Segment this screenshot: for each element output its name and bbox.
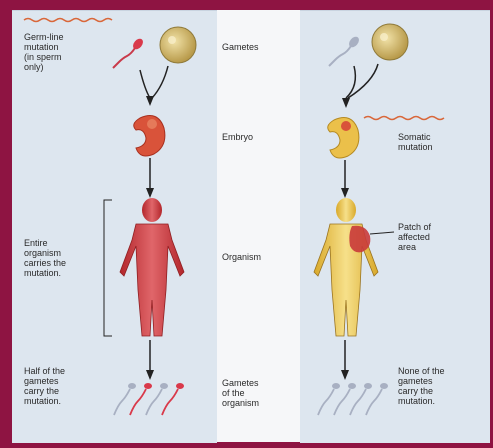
none-gametes-label: None of the gametes carry the mutation. xyxy=(398,366,445,406)
entire-organism-label: Entire organism carries the mutation. xyxy=(24,238,66,278)
half-gametes-label: Half of the gametes carry the mutation. xyxy=(24,366,65,406)
egg-cell-left xyxy=(160,27,196,63)
germline-mutation-wave xyxy=(24,19,112,22)
affected-patch xyxy=(349,226,370,253)
mutated-embryo xyxy=(134,116,165,156)
stage-gametes-of-organism: Gametes of the organism xyxy=(222,378,259,408)
mutated-sperm xyxy=(113,37,145,68)
arrow-fertilization-right xyxy=(346,64,378,98)
stage-gametes: Gametes xyxy=(222,42,259,52)
normal-sperm xyxy=(329,35,361,66)
somatic-mutation-wave xyxy=(364,117,444,120)
yellow-organism xyxy=(314,198,378,336)
somatic-mutation-label: Somatic mutation xyxy=(398,132,433,152)
patch-affected-label: Patch of affected area xyxy=(398,222,431,252)
red-organism xyxy=(120,198,184,336)
germline-mutation-label: Germ-line mutation (in sperm only) xyxy=(24,32,64,72)
stage-organism: Organism xyxy=(222,252,261,262)
organism-bracket xyxy=(104,200,112,336)
stage-embryo: Embryo xyxy=(222,132,253,142)
arrow-fertilization-left xyxy=(140,66,168,98)
egg-cell-right xyxy=(372,24,408,60)
embryo-with-patch xyxy=(328,118,359,158)
right-gametes xyxy=(318,383,388,415)
patch-pointer xyxy=(370,232,394,234)
left-gametes xyxy=(114,383,184,415)
